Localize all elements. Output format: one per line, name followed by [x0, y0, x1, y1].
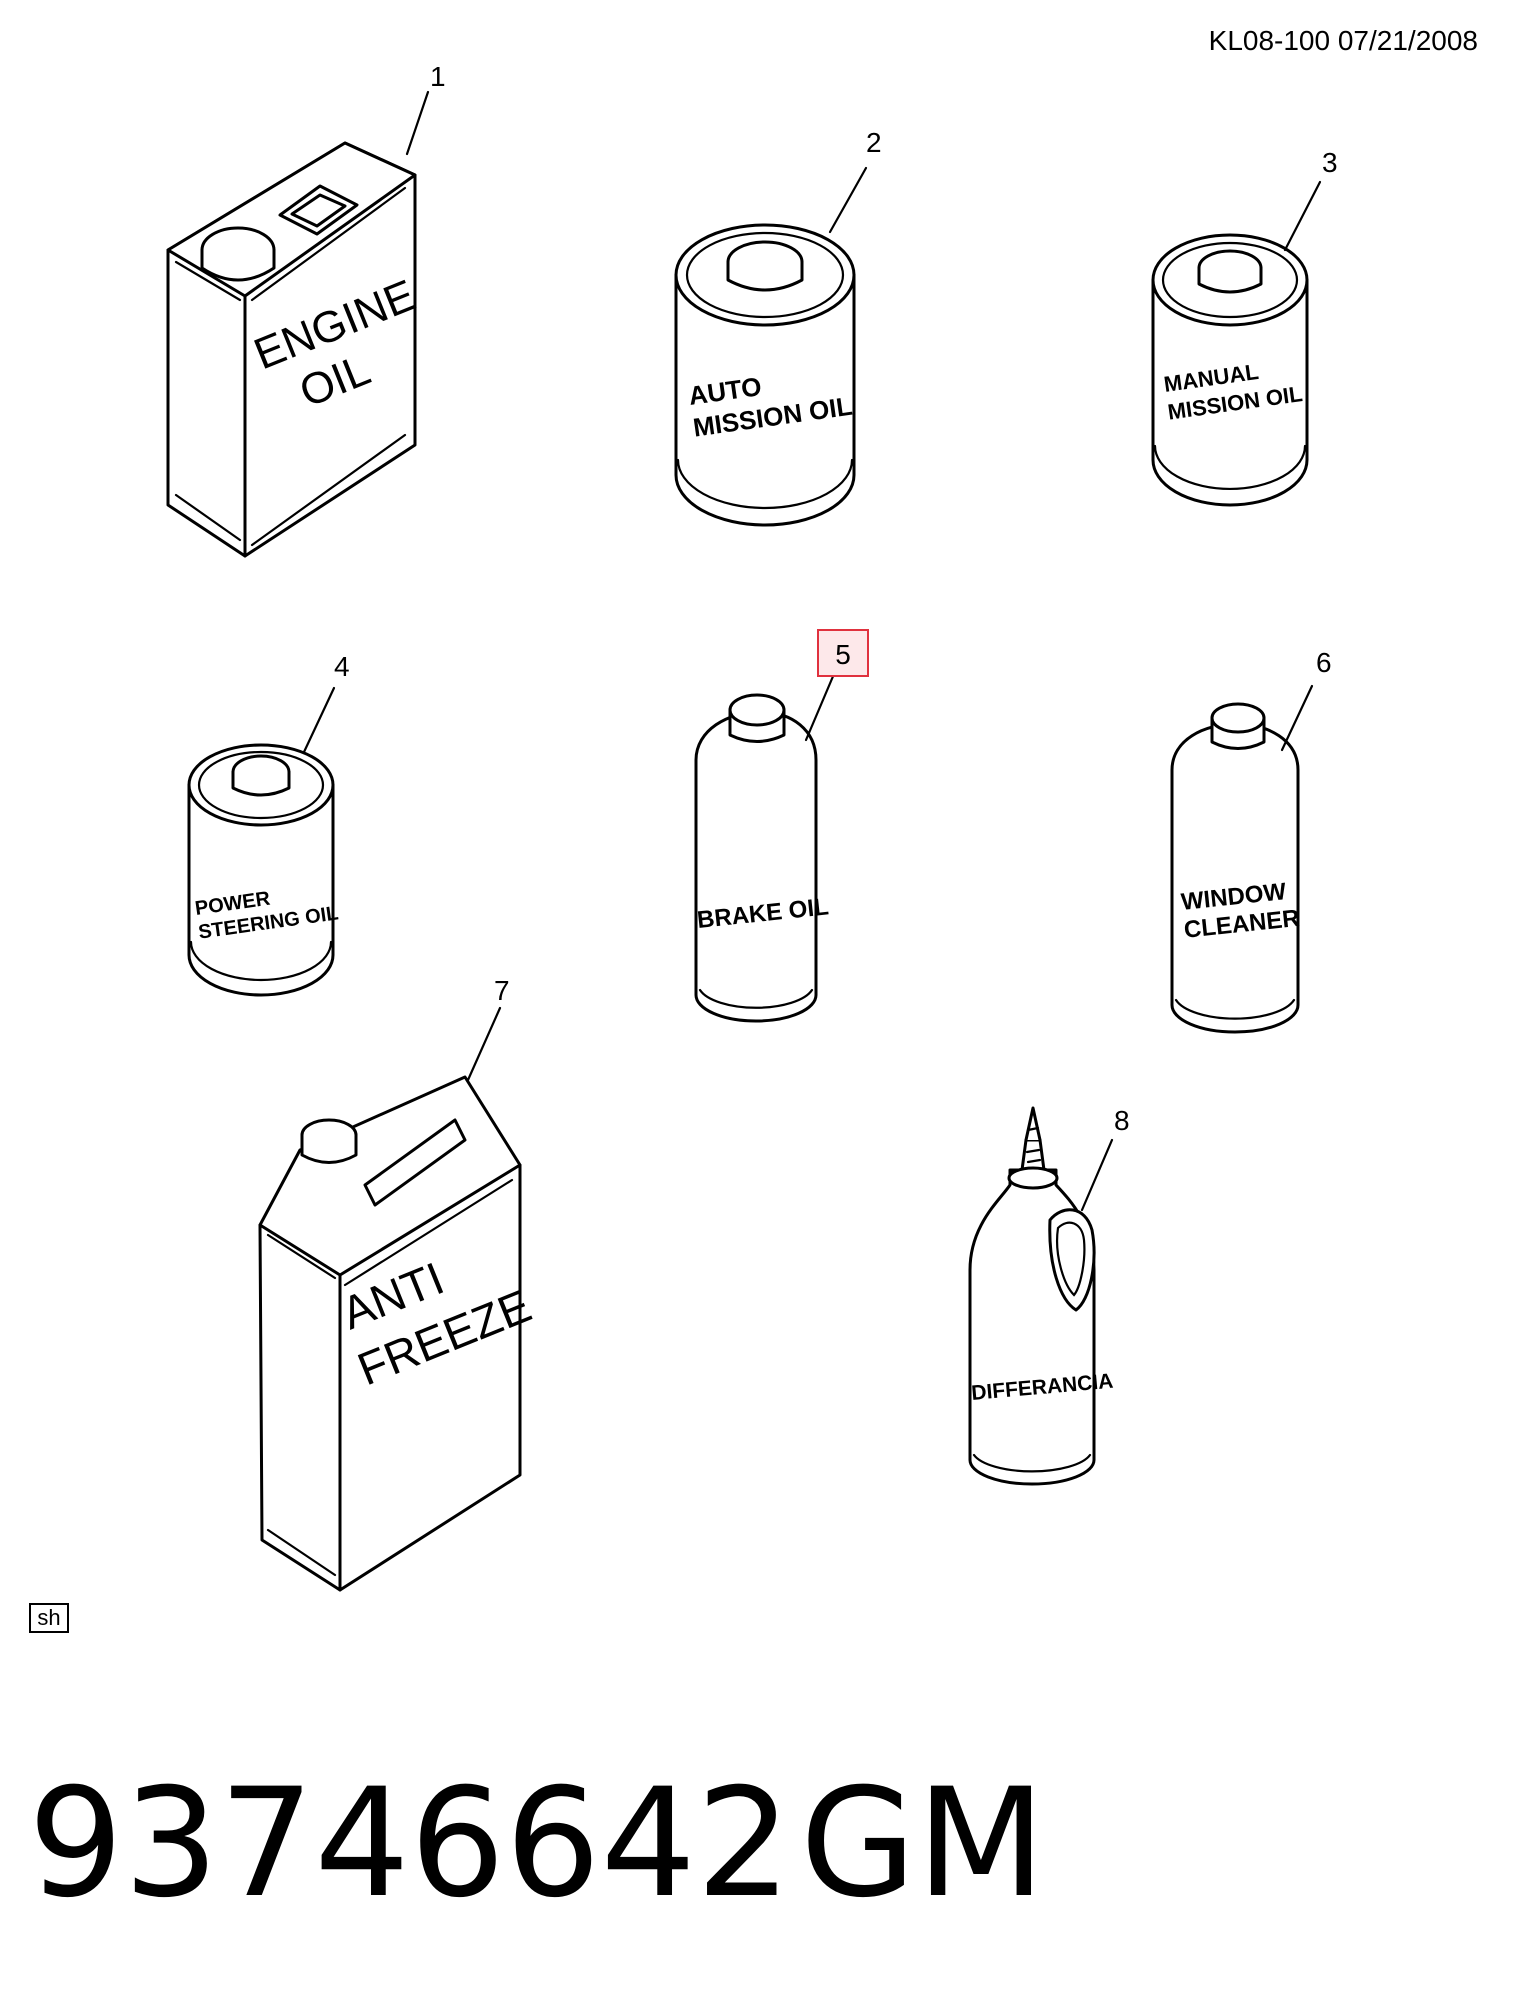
leader-line-5	[804, 672, 836, 742]
part-number: 93746642	[28, 1757, 791, 1931]
brake-oil-bottle[interactable]: BRAKE OIL	[694, 693, 830, 1023]
leader-line-4	[302, 686, 336, 754]
stamp-box	[29, 1603, 69, 1633]
manual-mission-oil-can[interactable]: MANUAL MISSION OIL	[1151, 233, 1309, 507]
callout-5-highlight	[817, 629, 869, 677]
leader-line-8	[1080, 1138, 1114, 1212]
leader-line-7	[466, 1006, 502, 1082]
callout-1[interactable]: 1	[430, 61, 446, 92]
engine-oil-can[interactable]: ENGINE OIL	[166, 141, 453, 558]
differential-oil-bottle[interactable]: DIFFERANCIA	[968, 1106, 1114, 1486]
stamp-text: sh	[37, 1605, 60, 1630]
callout-5[interactable]: 5	[835, 639, 851, 670]
leader-line-3	[1283, 180, 1322, 252]
auto-mission-oil-can[interactable]: AUTO MISSION OIL	[674, 223, 856, 527]
leader-line-2	[828, 166, 868, 234]
antifreeze-jug[interactable]: ANTI FREEZE	[258, 1075, 538, 1592]
callout-3[interactable]: 3	[1322, 147, 1338, 178]
leader-line-6	[1280, 684, 1314, 752]
power-steering-oil-can[interactable]: POWER STEERING OIL	[187, 743, 340, 997]
callout-8[interactable]: 8	[1114, 1105, 1130, 1136]
drawing-code: KL08-100 07/21/2008	[1209, 25, 1478, 56]
brand-label: GM	[800, 1757, 1046, 1931]
callout-2[interactable]: 2	[866, 127, 882, 158]
callout-7[interactable]: 7	[494, 975, 510, 1006]
callout-6[interactable]: 6	[1316, 647, 1332, 678]
leader-line-1	[405, 90, 430, 156]
callout-4[interactable]: 4	[334, 651, 350, 682]
window-cleaner-bottle[interactable]: WINDOW CLEANER	[1170, 702, 1301, 1034]
